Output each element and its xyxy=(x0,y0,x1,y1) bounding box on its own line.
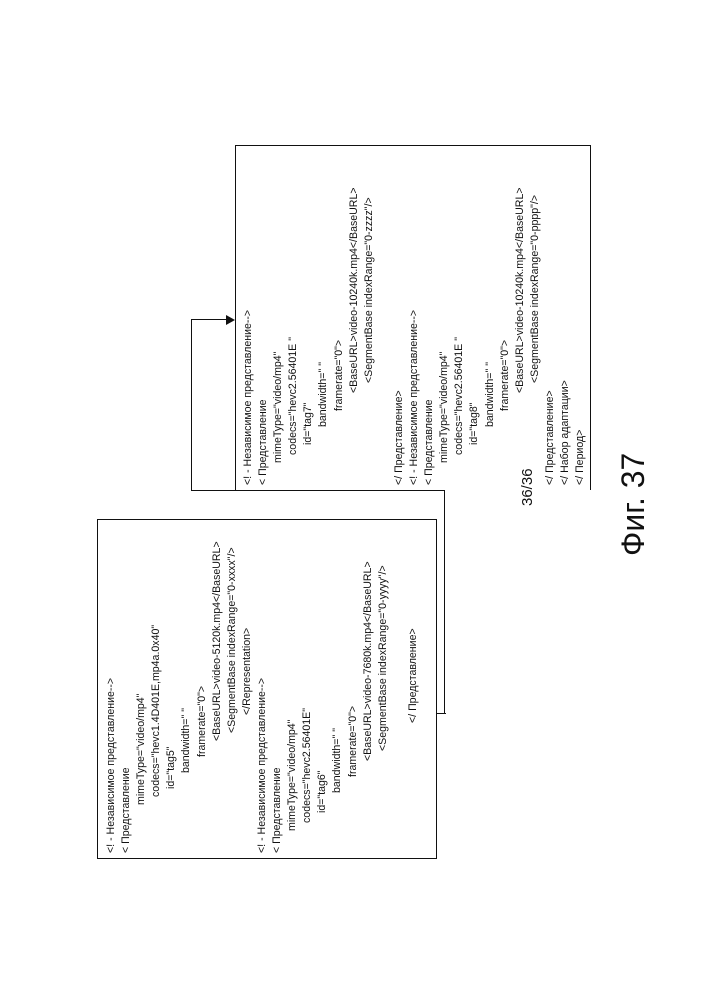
code-line: < Представление xyxy=(119,541,134,853)
connector-line-b xyxy=(444,490,445,714)
code-line: id="tag6" xyxy=(315,541,330,853)
code-line: < Представление xyxy=(422,187,437,485)
code-line: </ Период> xyxy=(573,187,588,485)
arrow-right-icon xyxy=(226,315,235,325)
connector-line-c xyxy=(191,490,445,491)
code-line xyxy=(377,187,392,485)
code-line: <BaseURL>video-5120k.mp4</BaseURL> xyxy=(210,541,225,853)
code-line: <! - Независимое представление--> xyxy=(255,541,270,853)
code-line: <SegmentBase indexRange="0-zzzz"/> xyxy=(362,187,377,485)
code-line: mimeType="video/mp4" xyxy=(285,541,300,853)
figure-caption: Фиг. 37 xyxy=(615,453,652,556)
code-line: codecs="hevc2.56401E " xyxy=(452,187,467,485)
code-line: bandwidth=" " xyxy=(330,541,345,853)
code-line: <SegmentBase indexRange="0-yyyy"/> xyxy=(376,541,391,853)
code-line: id="tag5" xyxy=(164,541,179,853)
code-line: codecs="hevc1.4D401E,mp4a.0x40" xyxy=(149,541,164,853)
code-line: <SegmentBase indexRange="0-pppp"/> xyxy=(528,187,543,485)
code-line: <BaseURL>video-10240k.mp4</BaseURL> xyxy=(513,187,528,485)
code-line: framerate="0"> xyxy=(498,187,513,485)
code-line: < Представление xyxy=(270,541,285,853)
code-line: </ Набор адаптации> xyxy=(558,187,573,485)
code-line: mimeType="video/mp4" xyxy=(134,541,149,853)
code-line: framerate="0"> xyxy=(332,187,347,485)
code-line: bandwidth=" " xyxy=(179,541,194,853)
code-line: bandwidth=" " xyxy=(316,187,331,485)
code-line: id="tag7" xyxy=(301,187,316,485)
code-line: framerate="0"> xyxy=(346,541,361,853)
code-line: framerate="0"> xyxy=(195,541,210,853)
code-line: </ Представление> xyxy=(543,187,558,485)
connector-line-d xyxy=(191,319,192,491)
code-block-right-edge xyxy=(590,348,591,490)
code-line: <BaseURL>video-10240k.mp4</BaseURL> xyxy=(347,187,362,485)
code-line: mimeType="video/mp4" xyxy=(437,187,452,485)
connector-line-e xyxy=(191,319,227,320)
code-line: id="tag8" xyxy=(467,187,482,485)
code-text-left: <! - Независимое представление--> < Пред… xyxy=(104,541,421,853)
code-line xyxy=(391,541,406,853)
code-line: mimeType="video/mp4" xyxy=(271,187,286,485)
code-line: </ Представление> xyxy=(392,187,407,485)
code-line: <BaseURL>video-7680k.mp4</BaseURL> xyxy=(361,541,376,853)
code-line: codecs="hevc2.56401E " xyxy=(286,187,301,485)
code-line: </ Представление> xyxy=(406,541,421,853)
code-line: codecs="hevc2.56401E" xyxy=(300,541,315,853)
code-line: bandwidth=" " xyxy=(483,187,498,485)
code-line: <! - Независимое представление--> xyxy=(407,187,422,485)
code-line: < Представление xyxy=(256,187,271,485)
code-line: <SegmentBase indexRange="0-xxxx"/> xyxy=(225,541,240,853)
code-line: <! - Независимое представление--> xyxy=(241,187,256,485)
code-line: <! - Независимое представление--> xyxy=(104,541,119,853)
code-line: </Representation> xyxy=(240,541,255,853)
code-text-right: <! - Независимое представление--> < Пред… xyxy=(241,187,588,485)
